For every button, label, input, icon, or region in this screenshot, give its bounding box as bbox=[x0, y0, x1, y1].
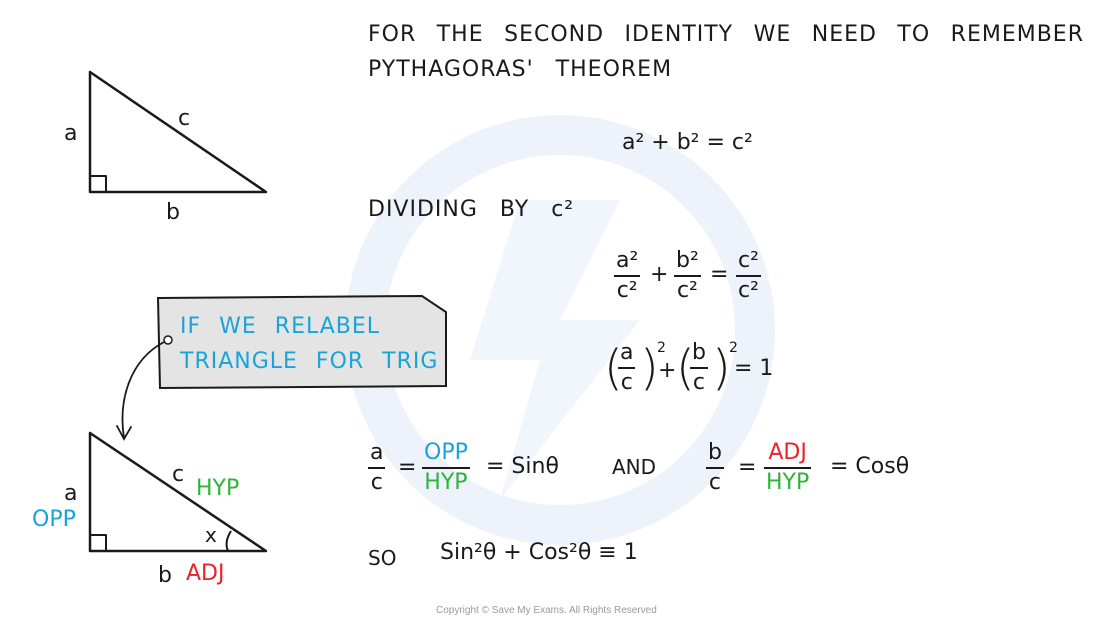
triangle1-side-a: a bbox=[64, 121, 78, 146]
triangle1-side-c: c bbox=[178, 106, 191, 131]
intro-line-2: PYTHAGORAS' THEOREM bbox=[368, 57, 673, 82]
final-identity: Sin²θ + Cos²θ ≡ 1 bbox=[440, 540, 638, 565]
triangle2-adj-label: ADJ bbox=[186, 561, 225, 586]
step3-square-2: 2 bbox=[729, 340, 738, 356]
step3-paren-close-1: ) bbox=[640, 340, 659, 396]
sin-rhs: = Sinθ bbox=[486, 454, 559, 479]
step3-rhs: = 1 bbox=[734, 356, 774, 381]
cos-equals: = bbox=[738, 455, 757, 480]
callout-line-2: TRIANGLE FOR TRIG bbox=[180, 349, 439, 374]
step3-paren-close-2: ) bbox=[712, 340, 731, 396]
step3-paren-open-1: ( bbox=[604, 340, 623, 396]
so-label: SO bbox=[368, 546, 397, 570]
step2-plus: + bbox=[650, 262, 669, 287]
callout-line-1: IF WE RELABEL bbox=[180, 314, 381, 339]
intro-line-1: FOR THE SECOND IDENTITY WE NEED TO REMEM… bbox=[368, 22, 1084, 47]
callout-arrow bbox=[116, 341, 165, 441]
triangle2-angle-x: x bbox=[205, 523, 217, 547]
and-label: AND bbox=[612, 455, 657, 479]
callout-box bbox=[156, 294, 447, 390]
triangle1-side-b: b bbox=[166, 200, 180, 225]
step2-equals: = bbox=[710, 262, 729, 287]
triangle-1 bbox=[88, 70, 268, 194]
triangle2-side-b: b bbox=[158, 563, 172, 588]
cos-rhs: = Cosθ bbox=[830, 454, 910, 479]
step3-plus: + bbox=[658, 358, 677, 383]
triangle2-side-c: c bbox=[172, 462, 185, 487]
copyright-notice: Copyright © Save My Exams. All Rights Re… bbox=[436, 605, 657, 616]
sin-equals: = bbox=[398, 455, 417, 480]
triangle-2 bbox=[88, 431, 268, 553]
dividing-label: DIVIDING BY c² bbox=[368, 197, 575, 222]
step3-square-1: 2 bbox=[657, 340, 666, 356]
step3-paren-open-2: ( bbox=[676, 340, 695, 396]
triangle2-side-a: a bbox=[64, 481, 78, 506]
triangle2-opp-label: OPP bbox=[32, 507, 76, 532]
pythagoras-equation: a² + b² = c² bbox=[622, 130, 753, 155]
triangle2-hyp-label: HYP bbox=[196, 476, 240, 501]
